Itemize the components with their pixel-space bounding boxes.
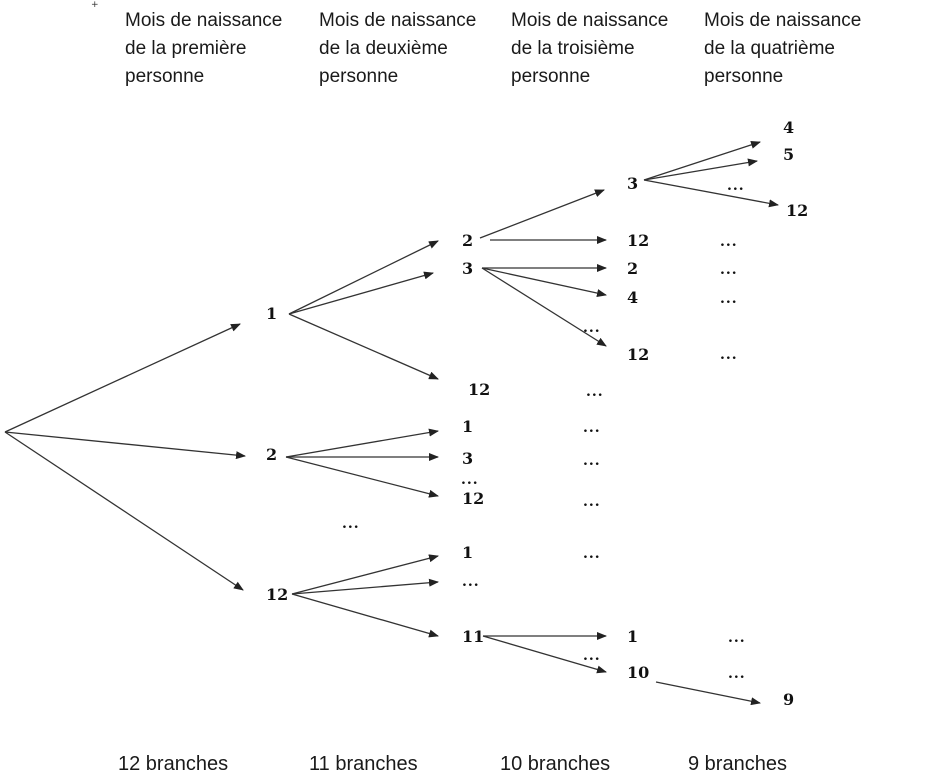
header-third-person: Mois de naissance de la troisième person… bbox=[511, 7, 668, 91]
branch-l3-3-4 bbox=[643, 141, 761, 181]
branch-l2-3-12 bbox=[481, 267, 607, 347]
branch-2-1 bbox=[285, 428, 439, 458]
branch-l3-3-5 bbox=[643, 158, 758, 181]
branch-12-1 bbox=[291, 554, 439, 595]
branch-2-12 bbox=[285, 456, 439, 498]
node-l2-2: 2 bbox=[462, 231, 473, 250]
node-l4-12: 12 bbox=[786, 201, 808, 220]
ellipsis: ... bbox=[583, 420, 601, 436]
ellipsis: ... bbox=[342, 516, 360, 532]
branch-1-2 bbox=[288, 240, 439, 315]
branch-12-11 bbox=[291, 593, 439, 638]
node-l3-1: 1 bbox=[627, 627, 638, 646]
header-line: de la quatrième bbox=[704, 38, 835, 59]
node-l1-1: 1 bbox=[266, 304, 277, 323]
branch-root-1 bbox=[4, 323, 241, 433]
ellipsis: ... bbox=[720, 262, 738, 278]
ellipsis: ... bbox=[728, 666, 746, 682]
ellipsis: ... bbox=[583, 320, 601, 336]
ellipsis: ... bbox=[727, 178, 745, 194]
header-second-person: Mois de naissance de la deuxième personn… bbox=[319, 7, 476, 91]
ellipsis: ... bbox=[720, 291, 738, 307]
header-line: personne bbox=[511, 66, 591, 87]
branch-1-3 bbox=[288, 271, 434, 315]
header-line: Mois de naissance bbox=[319, 10, 477, 31]
footer-branches-2: 11 branches bbox=[309, 753, 418, 775]
ellipsis: ... bbox=[583, 546, 601, 562]
node-l4-5: 5 bbox=[783, 145, 794, 164]
corner-mark: + bbox=[91, 0, 99, 10]
node-l4-9: 9 bbox=[783, 690, 794, 709]
branch-l2-2-3 bbox=[479, 189, 605, 239]
footer-branches-4: 9 branches bbox=[688, 753, 787, 775]
ellipsis: ... bbox=[728, 630, 746, 646]
branch-l2-3-4 bbox=[481, 267, 607, 297]
node-l4-4: 4 bbox=[783, 118, 794, 137]
ellipsis: ... bbox=[583, 648, 601, 664]
node-l3-4: 4 bbox=[627, 288, 638, 307]
node-l1-12: 12 bbox=[266, 585, 288, 604]
header-line: personne bbox=[125, 66, 205, 87]
node-l2-12: 12 bbox=[468, 380, 490, 399]
header-first-person: Mois de naissance de la première personn… bbox=[125, 7, 282, 91]
branch-12-dots bbox=[291, 578, 439, 595]
header-line: Mois de naissance bbox=[125, 10, 283, 31]
branch-l3-3-12 bbox=[643, 179, 779, 208]
header-line: de la troisième bbox=[511, 38, 635, 59]
node-l1-2: 2 bbox=[266, 445, 277, 464]
ellipsis: ... bbox=[583, 494, 601, 510]
node-l2-dots: ... bbox=[462, 574, 480, 590]
branch-root-2 bbox=[4, 431, 246, 460]
node-l3-2: 2 bbox=[627, 259, 638, 278]
ellipsis: ... bbox=[583, 453, 601, 469]
node-l2-1c: 1 bbox=[462, 543, 473, 562]
ellipsis: ... bbox=[720, 347, 738, 363]
branch-1-12 bbox=[288, 313, 439, 380]
ellipsis: ... bbox=[461, 472, 479, 488]
branch-root-12 bbox=[4, 431, 244, 591]
header-line: de la première bbox=[125, 38, 247, 59]
node-l3-12b: 12 bbox=[627, 345, 649, 364]
ellipsis: ... bbox=[586, 384, 604, 400]
node-l3-10: 10 bbox=[627, 663, 649, 682]
header-fourth-person: Mois de naissance de la quatrième person… bbox=[704, 7, 861, 91]
node-l3-12: 12 bbox=[627, 231, 649, 250]
branch-l3-10-9 bbox=[655, 681, 761, 706]
node-l2-12b: 12 bbox=[462, 489, 484, 508]
header-line: personne bbox=[704, 66, 784, 87]
header-line: Mois de naissance bbox=[511, 10, 669, 31]
node-l3-3: 3 bbox=[627, 174, 638, 193]
header-line: personne bbox=[319, 66, 399, 87]
footer-branches-1: 12 branches bbox=[118, 753, 229, 775]
ellipsis: ... bbox=[720, 234, 738, 250]
node-l2-11: 11 bbox=[462, 627, 484, 646]
header-line: de la deuxième bbox=[319, 38, 448, 59]
branch-l2-11-10 bbox=[482, 635, 607, 674]
node-l2-3b: 3 bbox=[462, 449, 473, 468]
node-l2-3: 3 bbox=[462, 259, 473, 278]
node-l2-1b: 1 bbox=[462, 417, 473, 436]
footer-branches-3: 10 branches bbox=[500, 753, 611, 775]
header-line: Mois de naissance bbox=[704, 10, 862, 31]
